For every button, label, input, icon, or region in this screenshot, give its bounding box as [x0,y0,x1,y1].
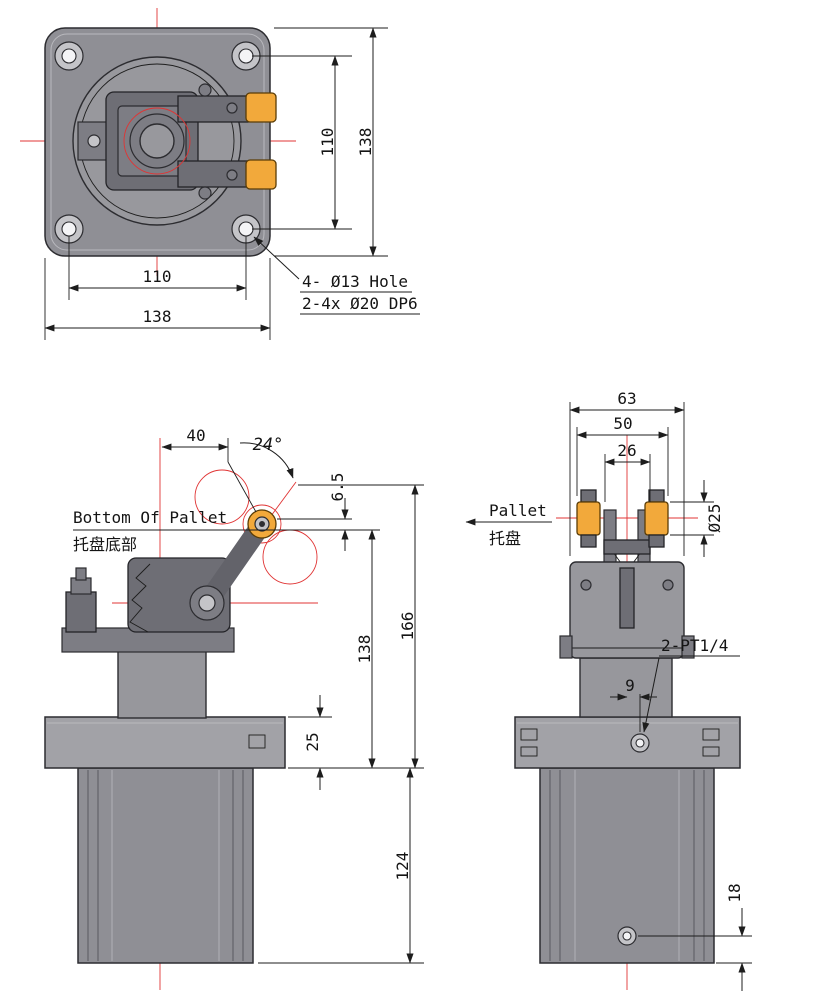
dim-text-110-h: 110 [143,267,172,286]
dim-text-9: 9 [625,676,635,695]
dim-swing-angle: 24° [239,435,294,479]
roller-top [245,92,277,123]
clamp-mechanism-side [559,489,695,659]
clamp-mechanism-front [61,509,277,653]
dim-roller-diameter: Ø25 [670,480,724,557]
pallet-text-en: Pallet [489,501,547,520]
dim-width-rollers: 50 [576,414,669,496]
dim-plate-height: 138 [274,27,388,257]
mount-hole-top-right [231,41,261,71]
hole-callout: 4- Ø13 Hole 2-4x Ø20 DP6 [253,236,420,315]
dim-arm-offset: 40 [161,426,257,513]
work-roller-pin [247,509,277,539]
dim-text-138-front: 138 [355,635,374,664]
roller-right [644,489,669,548]
dim-text-138-v: 138 [356,128,375,157]
cylinder-body-front [77,767,254,964]
dim-text-63: 63 [617,389,636,408]
dim-hole-spacing-vertical: 110 [252,55,352,230]
dim-hole-spacing-horizontal: 110 [68,236,247,300]
dim-text-24deg: 24° [253,435,284,455]
dim-flange-thickness: 25 [288,695,332,790]
dim-width-outer: 63 [569,389,685,556]
dim-bottom-port: 18 [638,883,752,991]
dim-text-50: 50 [613,414,632,433]
dim-text-110-v: 110 [318,128,337,157]
dim-plate-width: 138 [44,258,271,340]
dim-pallet-height: 138 [355,529,376,769]
hole-callout-line1: 4- Ø13 Hole [302,272,408,291]
flange-side [514,716,741,769]
bottom-of-pallet-label: Bottom Of Pallet 托盘底部 [73,508,380,554]
side-port [630,733,650,753]
dim-text-124: 124 [393,852,412,881]
bottom-of-pallet-text-en: Bottom Of Pallet [73,508,227,527]
port-callout: 2-PT1/4 [642,636,740,733]
pallet-text-zh: 托盘 [489,529,521,548]
pallet-label: Pallet 托盘 [465,501,552,548]
mount-hole-top-left [54,41,84,71]
port-callout-text: 2-PT1/4 [661,636,728,655]
dim-text-25: 25 [303,732,322,751]
dim-port-offset: 9 [610,676,657,732]
dim-text-dia25: Ø25 [705,504,724,533]
roller-bottom [245,159,277,190]
bottom-of-pallet-text-zh: 托盘底部 [73,535,137,554]
hole-callout-line2: 2-4x Ø20 DP6 [302,294,418,313]
cylinder-body-side [539,767,715,964]
dim-body-length: 124 [258,767,424,964]
flange-front [44,716,286,769]
dim-text-18: 18 [725,883,744,902]
dim-text-26: 26 [617,441,636,460]
front-view: Bottom Of Pallet 托盘底部 40 24° 6.5 [44,426,424,990]
dim-text-6-5: 6.5 [328,473,347,502]
dim-width-inner: 26 [604,441,651,502]
column-front [117,649,207,719]
side-view: 63 50 26 Ø25 Pallet 托盘 [465,389,752,991]
clamp-mechanism-top [77,83,277,200]
dim-text-166: 166 [398,612,417,641]
top-view: 110 138 110 138 4- Ø13 Hole 2-4x [20,8,420,340]
dim-total-height: 166 [288,484,424,769]
dim-pallet-clearance: 6.5 [277,473,352,551]
dim-text-138-h: 138 [143,307,172,326]
bottom-port [617,926,637,946]
roller-left [576,489,601,548]
dim-text-40: 40 [186,426,205,445]
